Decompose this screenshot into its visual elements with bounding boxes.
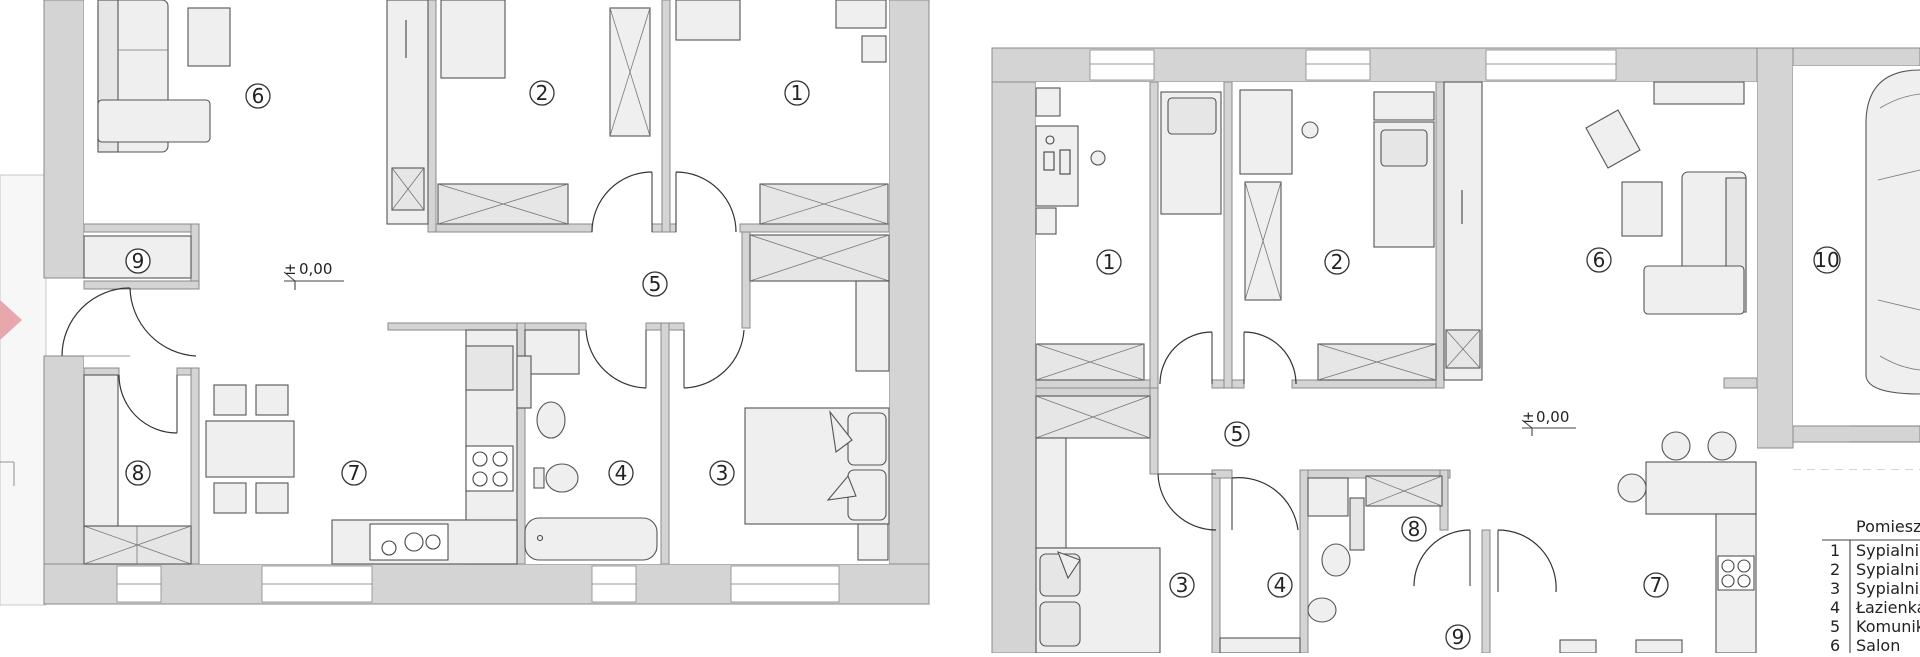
right-wall-east	[1756, 47, 1794, 449]
right-room-number-3: 3	[1169, 572, 1195, 598]
right-north-windows	[1089, 49, 1617, 81]
svg-text:4: 4	[1274, 573, 1287, 597]
left-room-number-2: 2	[529, 80, 555, 106]
legend-row-number: 5	[1830, 617, 1840, 636]
svg-text:0,00: 0,00	[1536, 408, 1569, 426]
svg-text:3: 3	[1176, 573, 1189, 597]
legend-row-name: Sypialnia	[1856, 560, 1920, 579]
svg-text:9: 9	[132, 249, 145, 273]
legend-row-number: 4	[1830, 598, 1840, 617]
legend-row-name: Sypialnia	[1856, 579, 1920, 598]
left-living-room-furniture	[97, 0, 231, 153]
garage	[1792, 47, 1920, 471]
left-entrance-porch	[0, 174, 47, 606]
svg-text:8: 8	[132, 461, 145, 485]
left-room-number-6: 6	[245, 83, 271, 109]
svg-text:1: 1	[1103, 250, 1116, 274]
svg-text:6: 6	[252, 84, 265, 108]
left-level-mark: ± 0,00	[283, 260, 344, 290]
svg-text:1: 1	[791, 81, 804, 105]
left-room-number-1: 1	[784, 80, 810, 106]
right-room-number-6: 6	[1586, 247, 1612, 273]
left-wall-west-lower	[43, 355, 85, 605]
left-room-number-8: 8	[125, 460, 151, 486]
left-room-number-5: 5	[642, 271, 668, 297]
right-living-room-furniture	[1585, 81, 1747, 315]
svg-text:3: 3	[716, 461, 729, 485]
legend-row-name: Komunik	[1856, 617, 1920, 636]
svg-text:5: 5	[1231, 422, 1244, 446]
left-floor-plan: ± 0,00 1 2 3 4 5 6 7 8 9	[0, 0, 930, 606]
right-room2-furniture	[1239, 89, 1437, 381]
right-room-number-5: 5	[1224, 421, 1250, 447]
left-room-number-9: 9	[125, 248, 151, 274]
svg-text:±: ±	[1522, 408, 1535, 426]
svg-text:4: 4	[615, 461, 628, 485]
left-room1-furniture	[675, 0, 889, 225]
left-room-number-7: 7	[341, 460, 367, 486]
legend-row-number: 2	[1830, 560, 1840, 579]
legend-row-name: Łazienka	[1855, 598, 1920, 617]
left-dining-furniture	[205, 384, 295, 514]
left-room8-door	[118, 374, 178, 434]
right-room8-wardrobe	[1365, 475, 1443, 507]
left-room-number-3: 3	[709, 460, 735, 486]
left-room-numbers: 1 2 3 4 5 6 7 8 9	[125, 80, 810, 486]
right-room-number-4: 4	[1267, 572, 1293, 598]
right-room-number-2: 2	[1324, 249, 1350, 275]
legend-row-name: Sypialnia	[1856, 541, 1920, 560]
svg-text:7: 7	[1650, 573, 1663, 597]
right-bathroom-fixtures	[1219, 477, 1365, 654]
legend-row-number: 1	[1830, 541, 1840, 560]
left-hall-furniture	[83, 235, 192, 565]
left-room-number-4: 4	[608, 460, 634, 486]
right-room-number-7: 7	[1643, 572, 1669, 598]
right-room-number-8: 8	[1401, 516, 1427, 542]
left-kitchen-counter	[331, 329, 518, 565]
right-room-number-10: 10	[1813, 246, 1841, 274]
left-partitions	[83, 0, 890, 565]
right-room1-furniture	[1035, 87, 1222, 381]
room-legend: Pomiesz 1Sypialnia2Sypialnia3Sypialnia4Ł…	[1793, 470, 1920, 655]
svg-text:0,00: 0,00	[299, 260, 332, 278]
right-room-number-1: 1	[1096, 249, 1122, 275]
right-wall-west	[991, 47, 1037, 654]
left-room2-furniture	[386, 0, 651, 225]
legend-row-number: 6	[1830, 636, 1840, 653]
svg-text:2: 2	[1331, 250, 1344, 274]
svg-text:8: 8	[1408, 517, 1421, 541]
right-bedroom3-furniture	[1035, 395, 1161, 654]
right-room-number-9: 9	[1445, 624, 1471, 650]
svg-text:7: 7	[348, 461, 361, 485]
svg-text:±: ±	[284, 260, 297, 278]
entrance-arrow-icon	[0, 300, 22, 340]
right-kitchen-furniture	[1617, 431, 1757, 654]
left-south-windows	[116, 565, 840, 603]
svg-text:6: 6	[1593, 248, 1606, 272]
legend-row-name: Salon	[1856, 636, 1900, 653]
left-bathroom-fixtures	[516, 329, 658, 561]
svg-text:9: 9	[1452, 625, 1465, 649]
legend-row-number: 3	[1830, 579, 1840, 598]
left-wall-west-upper	[43, 0, 85, 279]
legend-title: Pomiesz	[1856, 517, 1920, 536]
svg-text:5: 5	[649, 272, 662, 296]
right-level-mark: ± 0,00	[1521, 408, 1576, 436]
svg-text:2: 2	[536, 81, 549, 105]
svg-text:10: 10	[1814, 248, 1839, 272]
left-wall-east	[888, 0, 930, 605]
left-bedroom3-furniture	[744, 407, 890, 561]
car-icon	[1865, 69, 1920, 395]
